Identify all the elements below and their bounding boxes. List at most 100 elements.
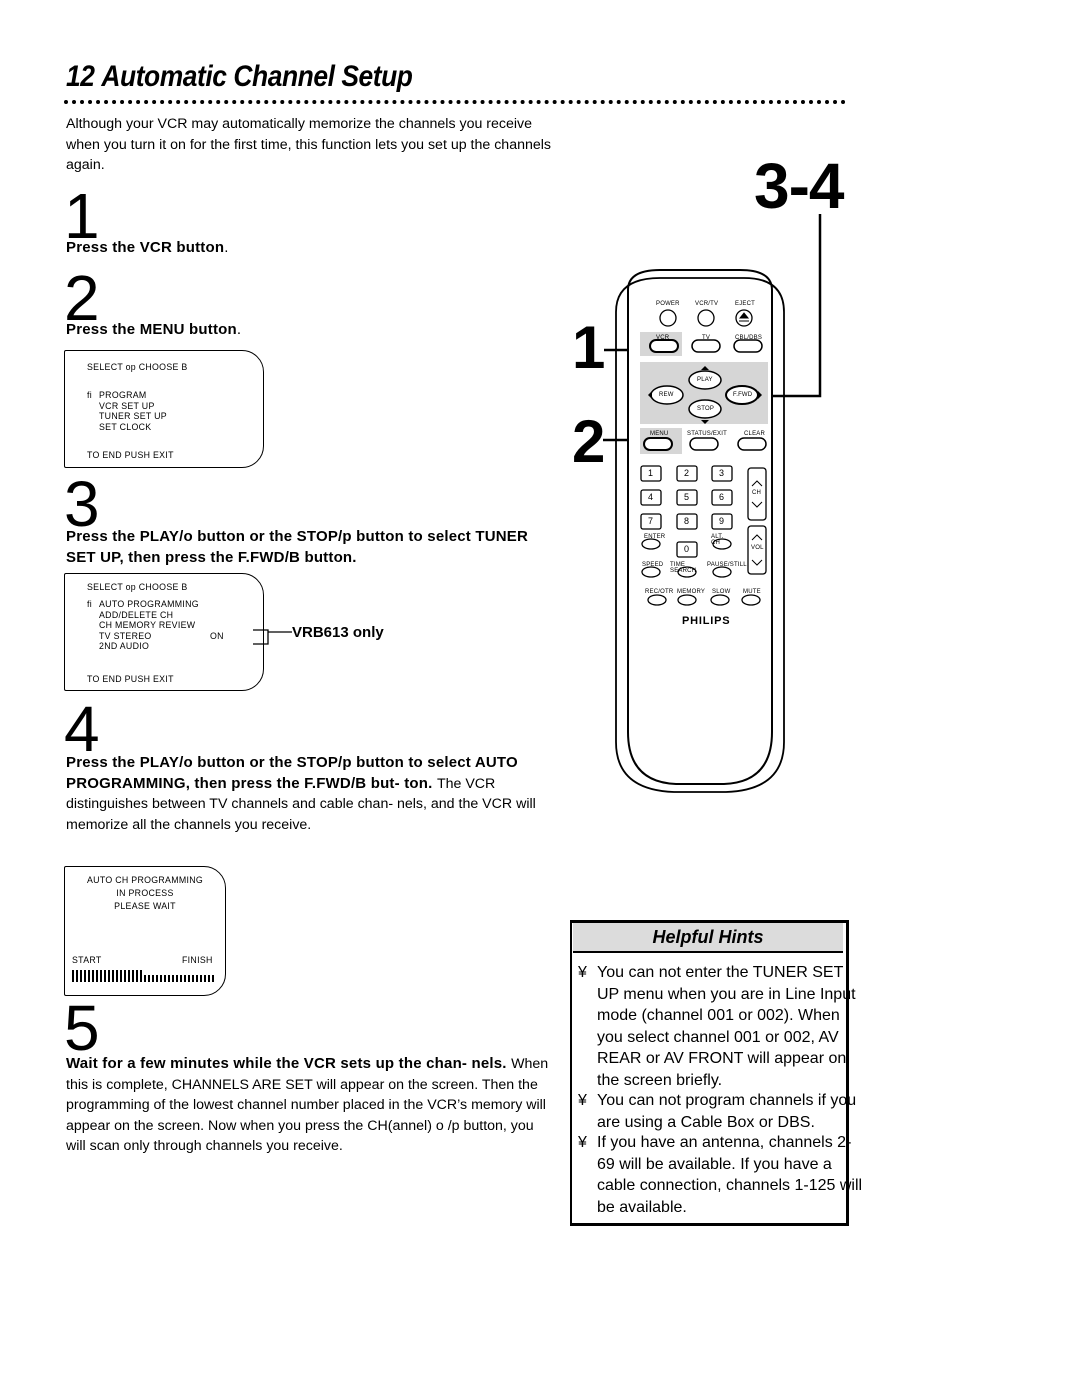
remote-power-label: POWER [656,301,680,307]
step-3-instruction: Press the PLAY/o button or the STOP/p bu… [66,528,529,566]
step-4-text: Press the PLAY/o button or the STOP/p bu… [66,753,556,835]
remote-memory-label: MEMORY [677,589,706,595]
callout-2: 2 [572,408,605,475]
progress-tick-empty [184,975,186,982]
osd-footer: TO END PUSH EXIT [87,450,174,460]
step-2-number: 2 [64,262,100,334]
remote-enter-label: ENTER [644,534,666,540]
remote-rec-label: REC/OTR [645,589,674,595]
page-title: 12 Automatic Channel Setup [66,60,413,94]
step-1-instruction: Press the VCR button. [66,239,229,256]
hint-bullet: ¥ [578,1134,587,1151]
progress-tick-filled [124,970,126,982]
osd-item-vcr-setup: VCR SET UP [99,400,155,411]
progress-tick-filled [136,970,138,982]
remote-speed-label: SPEED [642,562,664,568]
step-5-text: Wait for a few minutes while the VCR set… [66,1054,556,1157]
remote-timesearch-label: TIME SEARCH [670,562,697,574]
progress-tick-filled [116,970,118,982]
remote-key-9: 9 [719,516,725,526]
hint-item-2: ¥ You can not program channels if you are… [578,1090,878,1133]
progress-tick-empty [208,975,210,982]
osd-item-memory-review: CH MEMORY REVIEW [99,620,196,630]
progress-tick-empty [172,975,174,982]
step-4-body: The VCR distinguishes between TV channel… [66,775,536,833]
osd-item-auto-programming: AUTO PROGRAMMING [99,599,199,609]
progress-tick-filled [140,970,142,982]
progress-tick-filled [112,970,114,982]
remote-eject-label: EJECT [735,301,756,307]
hint-item-3: ¥ If you have an antenna, channels 2-69 w… [578,1132,878,1218]
remote-key-3: 3 [719,468,725,478]
osd-item-program: PROGRAM [99,390,147,400]
osd-progress-screen: AUTO CH PROGRAMMING IN PROCESS PLEASE WA… [64,866,226,996]
progress-tick-filled [132,970,134,982]
progress-tick-filled [72,970,74,982]
remote-key-0: 0 [684,544,690,554]
osd-header: SELECT op CHOOSE B [87,362,188,372]
osd-cursor: fi [87,390,92,400]
progress-tick-empty [144,975,146,982]
osd-finish-label: FINISH [182,955,213,965]
hints-box [570,920,849,1226]
progress-tick-empty [164,975,166,982]
progress-tick-filled [92,970,94,982]
hint-bullet: ¥ [578,1092,587,1109]
remote-key-4: 4 [648,492,654,502]
progress-tick-filled [80,970,82,982]
progress-tick-empty [188,975,190,982]
osd-item-tuner-setup: TUNER SET UP [99,411,167,421]
osd-item-tv-stereo: TV STEREO [99,630,152,641]
osd-item-set-clock: SET CLOCK [99,421,152,432]
osd-header: SELECT op CHOOSE B [87,582,188,592]
progress-tick-empty [196,975,198,982]
osd-tv-stereo-value: ON [210,630,224,641]
osd-cursor: fi [87,599,92,609]
remote-key-6: 6 [719,492,725,502]
remote-key-2: 2 [684,468,690,478]
osd-main-menu: SELECT op CHOOSE B fi PROGRAM VCR SET UP… [64,350,264,468]
hint-item-1: ¥You can not enter the TUNER SET UP menu… [578,962,878,1091]
progress-tick-empty [212,975,214,982]
callout-3-4: 3-4 [754,150,844,222]
remote-key-5: 5 [684,492,690,502]
remote-vcrtv-label: VCR/TV [695,301,719,307]
page-number: 12 [66,60,95,93]
remote-stop-label: STOP [697,406,715,412]
hint-text: If you have an antenna, channels 2-69 wi… [597,1134,863,1216]
osd-progress-line2: IN PROCESS [116,888,174,898]
remote-ch-label: CH [752,490,762,496]
title-divider [64,100,846,104]
progress-tick-filled [96,970,98,982]
remote-key-8: 8 [684,516,690,526]
vrb613-note: VRB613 only [292,624,384,641]
progress-tick-empty [200,975,202,982]
osd-start-label: START [72,955,102,965]
hint-bullet: ¥ [578,964,587,981]
step-5-number: 5 [64,992,100,1064]
remote-pause-label: PAUSE/STILL [707,562,747,568]
osd-progress-line1: AUTO CH PROGRAMMING [87,875,203,885]
remote-clear-label: CLEAR [744,431,766,437]
osd-progress-line3: PLEASE WAIT [114,901,176,911]
progress-tick-filled [76,970,78,982]
progress-tick-filled [108,970,110,982]
progress-tick-empty [180,975,182,982]
remote-brand-logo: PHILIPS [682,615,731,627]
osd-tuner-menu: SELECT op CHOOSE B fi AUTO PROGRAMMING A… [64,573,264,691]
remote-slow-label: SLOW [712,589,731,595]
remote-play-label: PLAY [697,377,713,383]
step-2-instruction: Press the MENU button. [66,321,242,338]
step-5-body: When this is complete, CHANNELS ARE SET … [66,1056,549,1154]
remote-rew-label: REW [659,392,674,398]
progress-tick-empty [204,975,206,982]
hint-text: You can not program channels if you are … [597,1092,857,1131]
progress-tick-empty [152,975,154,982]
hints-title: Helpful Hints [573,923,843,953]
progress-tick-filled [88,970,90,982]
progress-tick-filled [104,970,106,982]
step-3-number: 3 [64,468,100,540]
step-1-number: 1 [64,180,100,252]
remote-status-label: STATUS/EXIT [687,431,727,437]
step-5-instruction: Wait for a few minutes while the VCR set… [66,1055,507,1072]
